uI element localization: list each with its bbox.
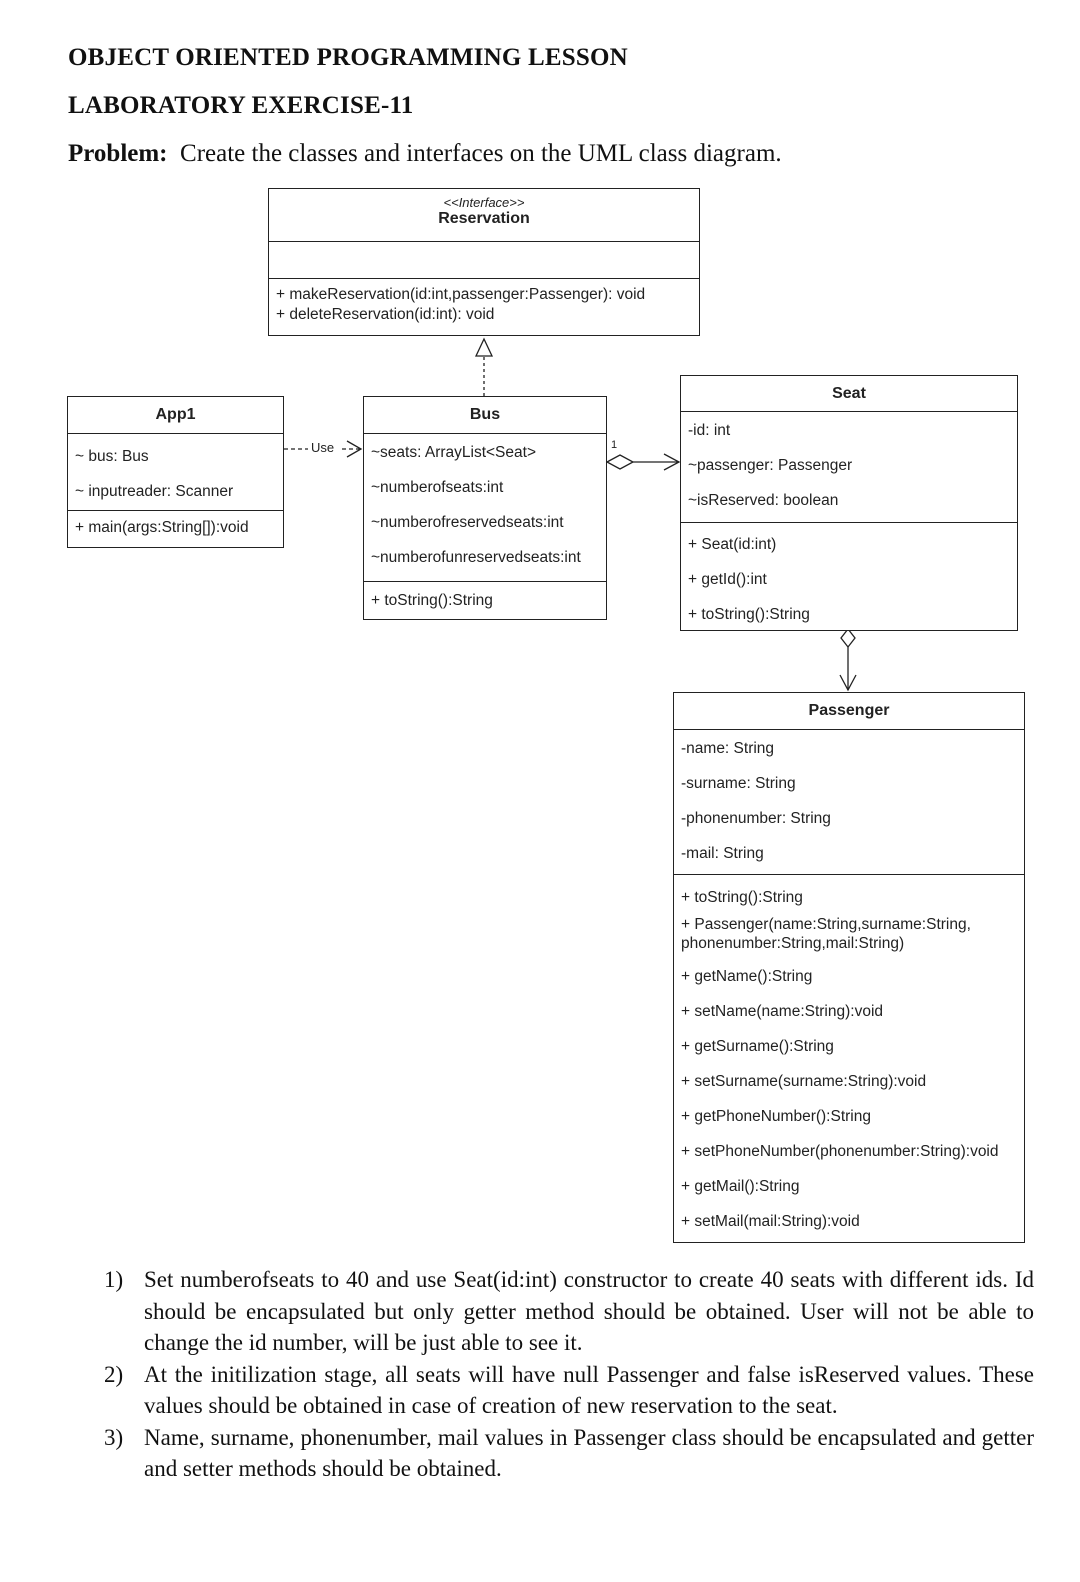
problem-statement: Problem: Create the classes and interfac… bbox=[68, 140, 782, 168]
app1-attr-bus: ~ bus: Bus bbox=[75, 448, 149, 465]
reservation-interface-box: <<Interface>> Reservation + makeReservat… bbox=[268, 188, 700, 336]
passenger-attr-mail: -mail: String bbox=[681, 845, 764, 862]
requirement-number: 1) bbox=[104, 1267, 124, 1292]
bus-attr-numberofunreservedseats: ~numberofunreservedseats:int bbox=[371, 549, 581, 566]
passenger-method-setname: + setName(name:String):void bbox=[681, 1003, 884, 1020]
passenger-method-getphonenumber: + getPhoneNumber():String bbox=[681, 1108, 871, 1125]
seat-attr-id: -id: int bbox=[688, 422, 731, 439]
requirements-list: 1) Set numberofseats to 40 and use Seat(… bbox=[104, 1264, 1034, 1485]
seat-attr-isreserved: ~isReserved: boolean bbox=[688, 492, 839, 509]
bus-seat-multiplicity: 1 bbox=[611, 439, 618, 451]
bus-class-box: Bus ~seats: ArrayList<Seat> ~numberofsea… bbox=[363, 396, 607, 620]
passenger-method-tostring: + toString():String bbox=[681, 889, 803, 906]
bus-class-name: Bus bbox=[469, 406, 501, 423]
method-delete-reservation: + deleteReservation(id:int): void bbox=[276, 306, 495, 323]
passenger-method-getsurname: + getSurname():String bbox=[681, 1038, 834, 1055]
lesson-title: OBJECT ORIENTED PROGRAMMING LESSON bbox=[68, 44, 628, 71]
constructor-line-1: + Passenger(name:String,surname:String, bbox=[681, 916, 971, 933]
method-make-reservation: + makeReservation(id:int,passenger:Passe… bbox=[276, 286, 646, 303]
problem-label: Problem: bbox=[68, 140, 168, 167]
realization-arrowhead bbox=[474, 337, 494, 357]
requirement-item: 2) At the initilization stage, all seats… bbox=[104, 1359, 1034, 1422]
passenger-method-setmail: + setMail(mail:String):void bbox=[681, 1213, 860, 1230]
passenger-class-name: Passenger bbox=[808, 702, 890, 719]
seat-class-box: Seat -id: int ~passenger: Passenger ~isR… bbox=[680, 375, 1018, 631]
passenger-attr-phonenumber: -phonenumber: String bbox=[681, 810, 831, 827]
bus-method-tostring: + toString():String bbox=[371, 592, 493, 609]
requirement-text: Set numberofseats to 40 and use Seat(id:… bbox=[144, 1267, 1034, 1355]
requirement-text: Name, surname, phonenumber, mail values … bbox=[144, 1424, 1034, 1482]
bus-aggregation-diamond bbox=[605, 454, 635, 470]
reservation-class-name: Reservation bbox=[438, 210, 530, 227]
requirement-number: 2) bbox=[104, 1361, 124, 1387]
use-label: Use bbox=[311, 440, 335, 455]
seat-attr-passenger: ~passenger: Passenger bbox=[688, 457, 853, 474]
seat-class-name: Seat bbox=[832, 385, 866, 402]
passenger-method-getmail: + getMail():String bbox=[681, 1178, 800, 1195]
passenger-method-setsurname: + setSurname(surname:String):void bbox=[681, 1073, 927, 1090]
passenger-method-setphonenumber: + setPhoneNumber(phonenumber:String):voi… bbox=[681, 1143, 999, 1160]
passenger-class-box: Passenger -name: String -surname: String… bbox=[673, 692, 1025, 1243]
constructor-line-2: phonenumber:String,mail:String) bbox=[681, 935, 905, 952]
bus-attr-seats: ~seats: ArrayList<Seat> bbox=[371, 444, 536, 461]
app1-attr-inputreader: ~ inputreader: Scanner bbox=[75, 483, 234, 500]
problem-text: Create the classes and interfaces on the… bbox=[180, 140, 782, 167]
seat-method-constructor: + Seat(id:int) bbox=[688, 536, 777, 553]
exercise-title: LABORATORY EXERCISE-11 bbox=[68, 92, 414, 119]
seat-method-getid: + getId():int bbox=[688, 571, 767, 588]
requirement-text: At the initilization stage, all seats wi… bbox=[144, 1361, 1034, 1419]
use-dependency-arrowhead bbox=[346, 440, 363, 458]
requirement-item: 3) Name, surname, phonenumber, mail valu… bbox=[104, 1422, 1034, 1485]
requirement-number: 3) bbox=[104, 1424, 124, 1450]
bus-attr-numberofreservedseats: ~numberofreservedseats:int bbox=[371, 514, 564, 531]
app1-class-box: App1 ~ bus: Bus ~ inputreader: Scanner +… bbox=[67, 396, 284, 548]
bus-attr-numberofseats: ~numberofseats:int bbox=[371, 479, 504, 496]
passenger-method-getname: + getName():String bbox=[681, 968, 813, 985]
seat-method-tostring: + toString():String bbox=[688, 606, 810, 623]
bus-seat-arrowhead bbox=[663, 453, 681, 471]
seat-passenger-arrowhead bbox=[839, 674, 857, 692]
passenger-attr-surname: -surname: String bbox=[681, 775, 796, 792]
requirement-item: 1) Set numberofseats to 40 and use Seat(… bbox=[104, 1264, 1034, 1359]
app1-method-main: + main(args:String[]):void bbox=[75, 519, 249, 536]
passenger-attr-name: -name: String bbox=[681, 740, 775, 757]
reservation-stereotype: <<Interface>> bbox=[443, 195, 525, 210]
passenger-method-constructor: + Passenger(name:String,surname:String, … bbox=[674, 915, 1024, 959]
app1-class-name: App1 bbox=[155, 406, 196, 423]
